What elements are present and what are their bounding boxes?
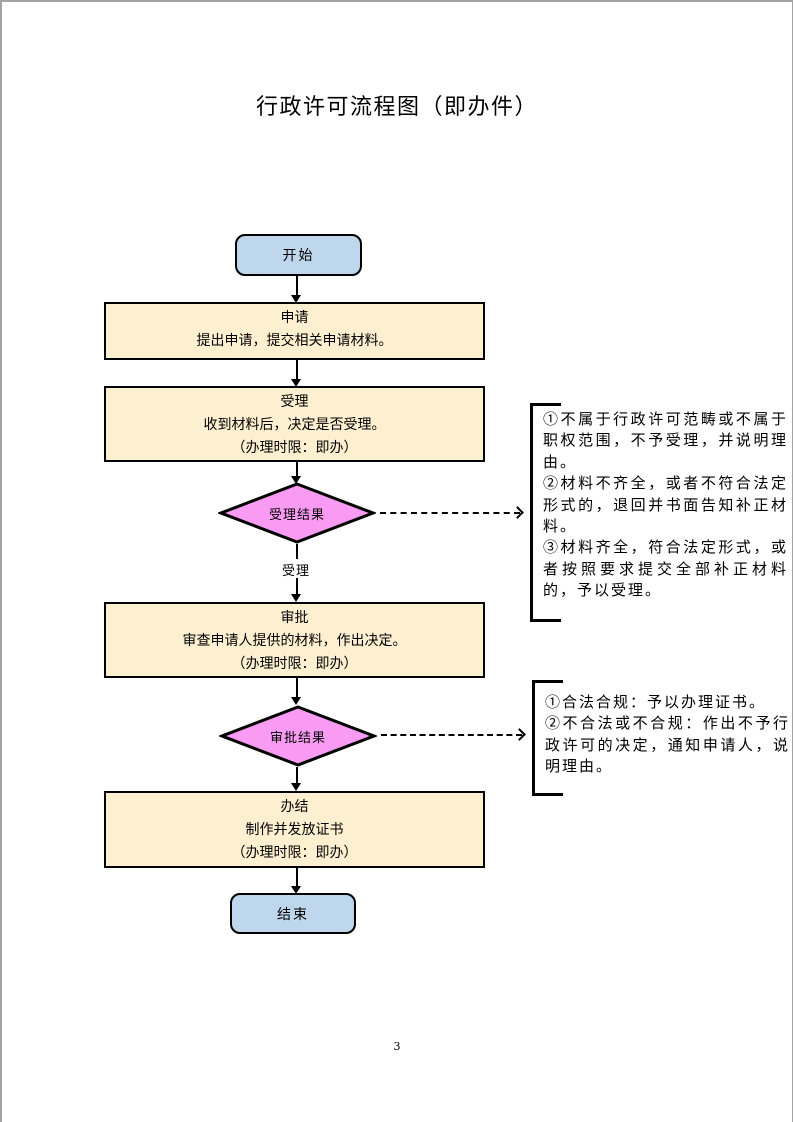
note-bracket-review — [532, 680, 563, 796]
step-title: 办结 — [280, 799, 309, 815]
flow-end-node: 结束 — [230, 893, 356, 934]
decision-accept-result: 受理结果 — [218, 482, 376, 544]
step-line: （办理时限：即办） — [231, 656, 358, 672]
step-title: 申请 — [280, 310, 309, 326]
decision-review-result: 审批结果 — [219, 705, 377, 767]
arrow-decision-to-review — [291, 578, 302, 602]
flow-start-node: 开始 — [235, 234, 362, 276]
connector-line — [295, 544, 298, 559]
arrow-accept-to-decision — [291, 461, 302, 484]
step-title: 受理 — [280, 394, 309, 410]
page-number: 3 — [393, 1040, 401, 1053]
decision-note-review: ①合法合规：予以办理证书。 ②不合法或不合规：作出不予行政许可的决定，通知申请人… — [545, 693, 790, 776]
step-line: 收到材料后，决定是否受理。 — [203, 417, 386, 433]
flow-end-label: 结束 — [277, 906, 309, 923]
step-line: 提出申请，提交相关申请材料。 — [196, 333, 393, 349]
flow-step-apply: 申请 提出申请，提交相关申请材料。 — [104, 302, 485, 360]
dashed-arrow-review-note — [381, 728, 526, 741]
branch-label-accepted: 受理 — [281, 564, 310, 579]
flow-step-accept: 受理 收到材料后，决定是否受理。 （办理时限：即办） — [104, 386, 485, 462]
step-line: （办理时限：即办） — [231, 440, 358, 456]
flow-step-review: 审批 审查申请人提供的材料，作出决定。 （办理时限：即办） — [104, 602, 485, 678]
arrow-start-to-apply — [291, 276, 302, 303]
decision-label: 受理结果 — [268, 507, 325, 523]
diamond-shape — [218, 482, 376, 544]
page-title: 行政许可流程图（即办件） — [255, 95, 538, 120]
step-line: 审查申请人提供的材料，作出决定。 — [182, 633, 407, 649]
dashed-arrow-accept-note — [380, 506, 524, 519]
step-line: （办理时限：即办） — [231, 845, 358, 861]
flow-start-label: 开始 — [282, 248, 315, 264]
arrow-review-to-decision — [291, 678, 302, 705]
note-bracket-accept — [530, 403, 561, 622]
arrow-decision-to-finish — [291, 767, 302, 791]
arrow-apply-to-accept — [291, 360, 302, 387]
decision-note-accept: ①不属于行政许可范畴或不属于职权范围，不予受理，并说明理由。 ②材料不齐全，或者… — [543, 410, 788, 600]
step-title: 审批 — [280, 610, 309, 626]
decision-label: 审批结果 — [269, 730, 326, 746]
diamond-shape — [219, 705, 377, 767]
flow-step-finish: 办结 制作并发放证书 （办理时限：即办） — [104, 791, 485, 868]
arrow-finish-to-end — [291, 868, 302, 894]
step-line: 制作并发放证书 — [245, 822, 344, 838]
